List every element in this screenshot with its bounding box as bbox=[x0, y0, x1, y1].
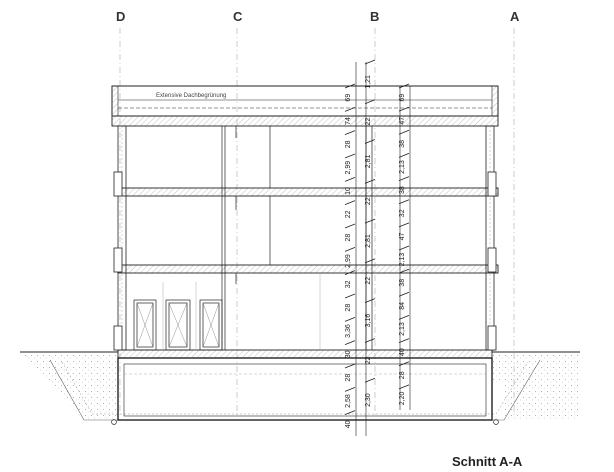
dimension-tick bbox=[398, 245, 410, 251]
dimension-tick bbox=[398, 338, 410, 343]
dimension-label: 3,36 bbox=[345, 324, 352, 338]
dimension-label: 2,13 bbox=[399, 322, 406, 336]
dimension-tick bbox=[364, 298, 376, 304]
dimension-label: 22 bbox=[345, 210, 352, 218]
dimension-tick bbox=[344, 270, 356, 276]
dimension-label: 32 bbox=[345, 280, 352, 288]
dimension-tick bbox=[398, 268, 410, 274]
dimension-tick bbox=[398, 199, 410, 205]
dimension-tick bbox=[344, 106, 356, 112]
dimension-tick bbox=[364, 59, 376, 65]
roof-note: Extensive Dachbegrünung bbox=[156, 93, 226, 99]
axis-label-d: D bbox=[116, 9, 125, 24]
dimension-label: 2,99 bbox=[345, 161, 352, 175]
dimension-labels-left: 69 74 28 2,99 10 22 28 2,99 32 28 3,36 30 28 2,58 40 bbox=[344, 83, 356, 428]
dimension-tick bbox=[364, 178, 376, 184]
dimension-label: 30 bbox=[345, 350, 352, 358]
dimension-tick bbox=[344, 316, 356, 322]
dimension-label: 28 bbox=[345, 304, 352, 312]
dimension-tick bbox=[364, 377, 376, 383]
dimension-tick bbox=[344, 130, 356, 136]
dimension-tick bbox=[398, 315, 410, 320]
dimension-label: 2,13 bbox=[399, 253, 406, 267]
axis-label-b: B bbox=[370, 9, 379, 24]
dimension-label: 47 bbox=[399, 232, 406, 240]
dimension-tick bbox=[344, 83, 356, 89]
dimension-tick bbox=[398, 222, 410, 228]
dimension-tick bbox=[364, 338, 376, 343]
axis-label-a: A bbox=[510, 9, 520, 24]
dimension-tick bbox=[364, 99, 376, 105]
dimension-label: 22 bbox=[365, 197, 372, 205]
dimension-label: 2,99 bbox=[345, 254, 352, 268]
drawing-caption: Schnitt A-A bbox=[452, 454, 523, 469]
terrain bbox=[20, 351, 580, 425]
dimension-label: 2,30 bbox=[365, 393, 372, 407]
dimension-tick bbox=[398, 176, 410, 181]
dimension-label: 69 bbox=[345, 94, 352, 102]
dimension-tick bbox=[398, 106, 410, 112]
dimension-tick bbox=[398, 129, 410, 135]
dimension-label: 2,81 bbox=[365, 155, 372, 169]
axis-label-c: C bbox=[233, 9, 243, 24]
dimension-tick bbox=[398, 384, 410, 390]
dimension-tick bbox=[398, 153, 410, 158]
dimension-tick bbox=[344, 176, 356, 182]
doors bbox=[133, 282, 223, 351]
dimension-label: 40 bbox=[399, 348, 406, 356]
roof bbox=[111, 85, 499, 117]
dimension-label: 3,16 bbox=[365, 314, 372, 328]
dimension-label: 28 bbox=[345, 374, 352, 382]
dimension-tick bbox=[344, 386, 356, 392]
dimension-label: 22 bbox=[365, 277, 372, 285]
dimension-label: 40 bbox=[345, 420, 352, 428]
dimension-label: 32 bbox=[399, 209, 406, 217]
dimension-label: 28 bbox=[399, 371, 406, 379]
facade-left bbox=[113, 171, 497, 351]
dimension-label: 69 bbox=[399, 94, 406, 102]
dimension-tick bbox=[398, 291, 410, 297]
dimension-tick bbox=[364, 139, 376, 144]
dimension-label: 84 bbox=[399, 302, 406, 310]
dimension-tick bbox=[344, 363, 356, 369]
dimension-tick bbox=[398, 83, 410, 89]
dimension-labels-right: 69 47 38 2,13 38 32 47 2,13 38 84 2,13 40 28 2,20 bbox=[398, 83, 410, 406]
dimension-tick bbox=[344, 340, 356, 346]
dimension-label: 22 bbox=[365, 356, 372, 364]
dimension-lines bbox=[355, 62, 411, 436]
dimension-tick bbox=[398, 361, 410, 367]
dimension-label: 2,20 bbox=[399, 392, 406, 406]
dimension-label: 38 bbox=[399, 279, 406, 287]
dimension-label: 22 bbox=[365, 118, 372, 126]
basement bbox=[117, 357, 493, 421]
floor-slabs bbox=[111, 115, 499, 359]
dimension-labels-middle: 1,21 22 2,81 22 2,81 22 3,16 22 2,30 bbox=[364, 59, 376, 407]
dimension-tick bbox=[344, 223, 356, 229]
dimension-label: 38 bbox=[399, 186, 406, 194]
dimension-label: 38 bbox=[399, 140, 406, 148]
dimension-label: 28 bbox=[345, 234, 352, 242]
dimension-label: 2,13 bbox=[399, 160, 406, 174]
dimension-tick bbox=[344, 153, 356, 159]
dimension-label: 74 bbox=[345, 117, 352, 125]
dimension-label: 10 bbox=[345, 187, 352, 195]
dimension-tick bbox=[344, 200, 356, 206]
dimension-label: 1,21 bbox=[365, 75, 372, 89]
dimension-tick bbox=[344, 410, 356, 416]
dimension-tick bbox=[364, 258, 376, 264]
dimension-tick bbox=[364, 218, 376, 224]
dimension-tick bbox=[344, 293, 356, 299]
dimension-label: 2,58 bbox=[345, 394, 352, 408]
dimension-label: 28 bbox=[345, 140, 352, 148]
dimension-label: 2,81 bbox=[365, 234, 372, 248]
dimension-label: 47 bbox=[399, 117, 406, 125]
dimension-tick bbox=[344, 246, 356, 252]
